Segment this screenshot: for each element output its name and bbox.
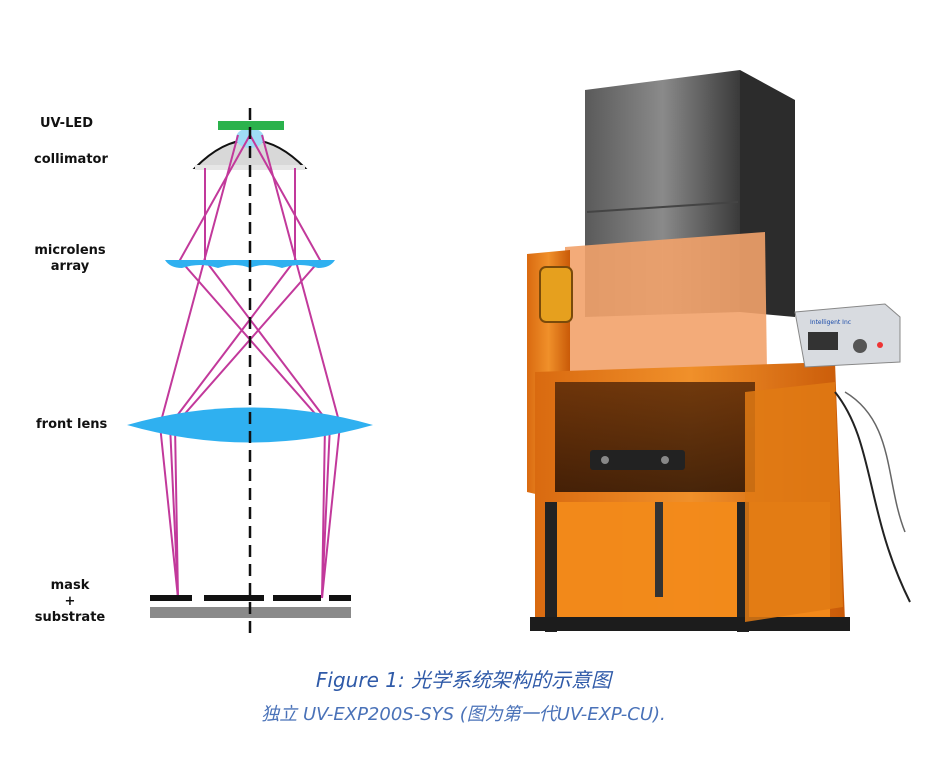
mask-segment <box>150 595 192 601</box>
mask-segment <box>329 595 351 601</box>
mask-segment <box>204 595 264 601</box>
ray-4 <box>173 134 322 599</box>
ray-3 <box>178 134 327 599</box>
figure-caption-title: Figure 1: 光学系统架构的示意图 <box>315 668 612 692</box>
front-lens <box>127 407 373 443</box>
leg-left <box>545 502 557 632</box>
controller-label: Intelligent Inc <box>810 319 851 326</box>
resin-cylinder <box>539 266 573 323</box>
label-mask-line3: substrate <box>34 610 106 625</box>
light-rays <box>158 134 342 599</box>
stage-knob <box>601 456 609 464</box>
stage-slot <box>590 450 685 470</box>
label-microlens-line1: microlens <box>34 243 106 258</box>
label-mask-substrate: mask + substrate <box>30 578 110 626</box>
mask <box>150 595 351 601</box>
ray-1 <box>204 168 332 599</box>
cable <box>844 391 906 533</box>
controller-box: Intelligent Inc <box>794 303 901 368</box>
label-mask-line1: mask <box>50 578 90 593</box>
system-photo: Intelligent Inc <box>527 70 911 632</box>
mask-segment <box>273 595 321 601</box>
label-front-lens: front lens <box>36 417 108 432</box>
stage <box>555 382 755 492</box>
upper-shield <box>565 232 767 382</box>
figure-caption-subtitle: 独立 UV-EXP200S-SYS (图为第一代UV-EXP-CU). <box>261 704 666 725</box>
label-collimator: collimator <box>34 152 108 167</box>
uv-led-bar <box>218 121 284 130</box>
base-plate <box>530 617 850 631</box>
label-microlens-line2: array <box>50 259 90 274</box>
label-microlens-array: microlens array <box>30 243 110 275</box>
label-mask-line2: + <box>64 594 76 609</box>
right-panel <box>745 382 843 622</box>
ray-2 <box>168 168 296 599</box>
tower-seam <box>586 201 739 213</box>
cable <box>834 391 911 603</box>
leg-mid <box>655 502 663 597</box>
optical-schematic <box>127 108 373 635</box>
stage-knob <box>661 456 669 464</box>
label-uv-led: UV-LED <box>40 116 94 131</box>
